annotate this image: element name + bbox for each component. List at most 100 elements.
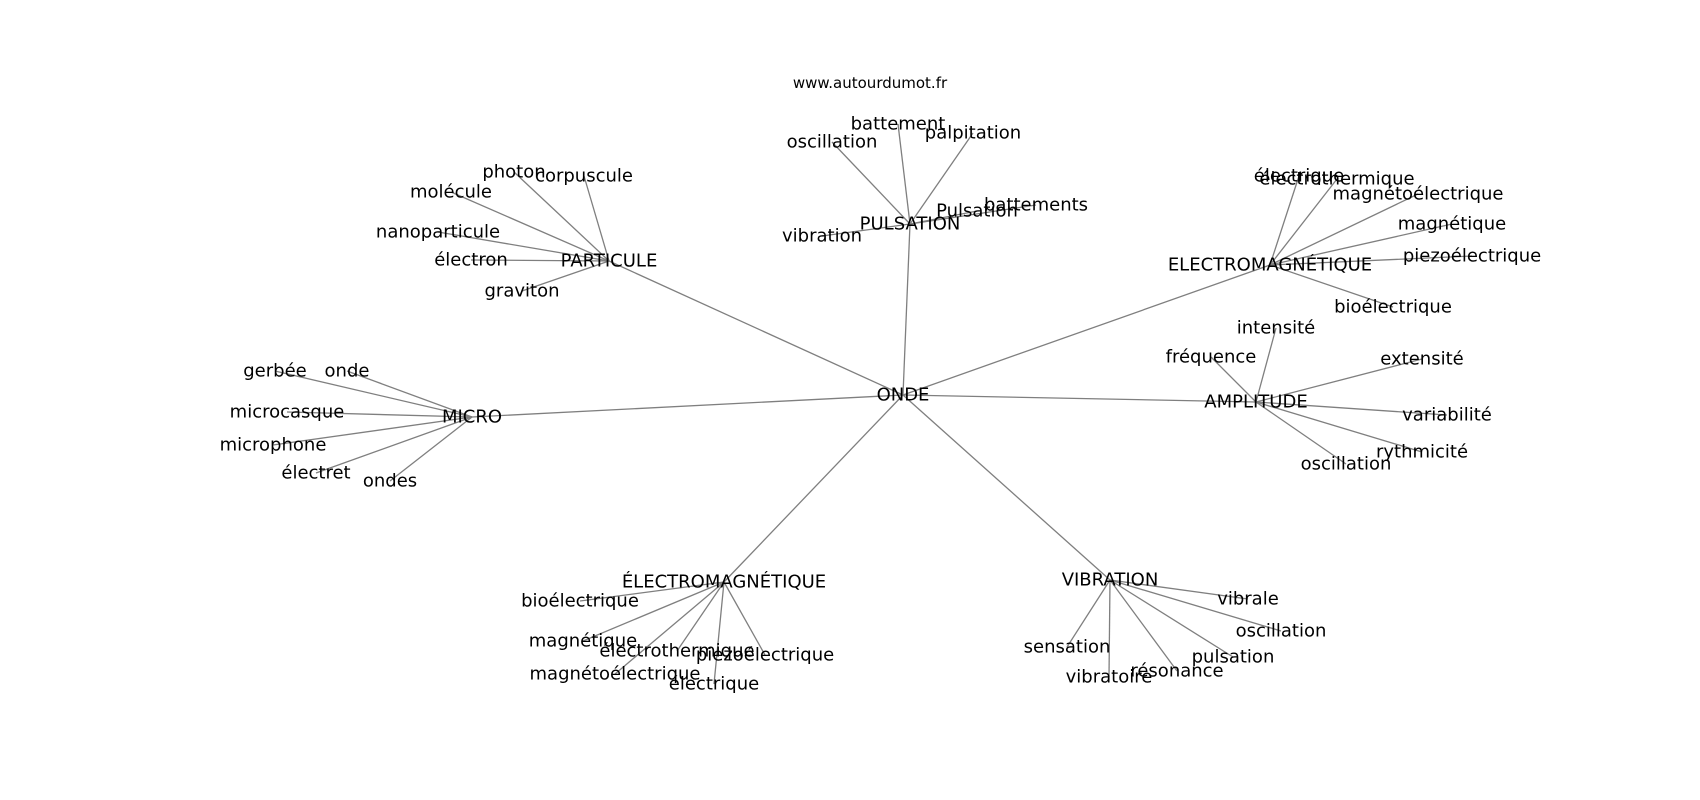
- leaf-node: corpuscule: [535, 166, 633, 187]
- edge-branch-leaf: [1210, 356, 1257, 403]
- edge-branch-leaf: [1255, 327, 1277, 403]
- edge-branch-leaf: [1269, 264, 1394, 308]
- leaf-node: bioélectrique: [1334, 297, 1452, 318]
- edge-branch-leaf: [1255, 358, 1423, 403]
- leaf-node: Pulsation: [936, 201, 1018, 222]
- root-node: ONDE: [877, 385, 930, 406]
- leaf-node: vibration: [782, 226, 862, 247]
- leaf-node: bioélectrique: [521, 591, 639, 612]
- edge-branch-leaf: [470, 259, 610, 262]
- edge-branch-leaf: [1269, 193, 1419, 266]
- branch-node: AMPLITUDE: [1204, 392, 1307, 413]
- edge-root-branch: [723, 394, 904, 583]
- branch-node: PARTICULE: [561, 251, 658, 272]
- leaf-node: magnétique: [1398, 214, 1506, 235]
- edge-branch-leaf: [272, 416, 473, 446]
- edge-root-branch: [902, 223, 911, 396]
- edge-root-branch: [902, 394, 1111, 581]
- leaf-node: rythmicité: [1376, 442, 1468, 463]
- leaf-node: électron: [434, 250, 508, 271]
- edge-branch-leaf: [1109, 579, 1249, 600]
- edge-branch-leaf: [1269, 255, 1473, 266]
- leaf-node: microphone: [220, 435, 327, 456]
- leaf-node: piezoélectrique: [696, 645, 834, 666]
- edge-branch-leaf: [1066, 579, 1111, 648]
- edge-branch-leaf: [1255, 401, 1423, 453]
- edge-branch-leaf: [583, 175, 610, 262]
- edge-branch-leaf: [723, 581, 766, 656]
- leaf-node: graviton: [485, 281, 560, 302]
- edge-branch-leaf: [831, 141, 911, 225]
- edge-root-branch: [471, 394, 904, 418]
- edge-branch-leaf: [1108, 579, 1111, 678]
- edge-branch-leaf: [389, 416, 473, 482]
- leaf-node: électret: [281, 463, 350, 484]
- leaf-node: onde: [325, 361, 370, 382]
- leaf-node: électrothermique: [1259, 169, 1414, 190]
- leaf-node: palpitation: [925, 123, 1021, 144]
- edge-branch-leaf: [513, 171, 610, 262]
- branch-node: ELECTROMAGNÉTIQUE: [1168, 254, 1372, 276]
- branch-node: ÉLECTROMAGNÉTIQUE: [622, 571, 826, 593]
- leaf-node: ondes: [363, 471, 417, 492]
- edge-branch-leaf: [437, 231, 610, 262]
- leaf-node: vibratoire: [1066, 667, 1153, 688]
- leaf-node: microcasque: [230, 402, 345, 423]
- leaf-node: pulsation: [1192, 647, 1275, 668]
- leaf-node: électrique: [669, 674, 759, 695]
- edge-branch-leaf: [713, 581, 725, 685]
- leaf-node: photon: [482, 162, 545, 183]
- edge-branch-leaf: [521, 260, 610, 292]
- leaf-node: électrique: [1254, 166, 1344, 187]
- branch-node: PULSATION: [860, 214, 961, 235]
- leaf-node: molécule: [410, 182, 492, 203]
- edge-branch-leaf: [909, 204, 1037, 225]
- edge-branch-leaf: [1109, 579, 1282, 632]
- edge-branch-leaf: [1109, 579, 1178, 672]
- edge-branch-leaf: [450, 191, 610, 262]
- edge-root-branch: [608, 260, 904, 396]
- leaf-node: électrothermique: [599, 641, 754, 662]
- leaf-node: battement: [851, 114, 946, 135]
- edge-branch-leaf: [897, 123, 911, 225]
- edge-root-branch: [902, 394, 1257, 403]
- edge-branch-leaf: [1269, 178, 1338, 266]
- edge-branch-leaf: [821, 223, 911, 237]
- leaf-node: sensation: [1024, 637, 1111, 658]
- leaf-node: magnétoélectrique: [1333, 184, 1504, 205]
- edge-branch-leaf: [582, 581, 725, 642]
- leaf-node: battements: [984, 195, 1088, 216]
- leaf-node: oscillation: [1236, 621, 1327, 642]
- leaf-node: intensité: [1237, 318, 1315, 339]
- leaf-node: vibrale: [1217, 589, 1279, 610]
- edge-branch-leaf: [579, 581, 725, 602]
- edge-branch-leaf: [1255, 401, 1347, 465]
- leaf-node: extensité: [1380, 349, 1463, 370]
- source-label: www.autourdumot.fr: [793, 74, 948, 92]
- edge-branch-leaf: [1255, 401, 1448, 416]
- edge-branch-leaf: [346, 370, 473, 418]
- edge-branch-leaf: [909, 132, 974, 225]
- edge-branch-leaf: [1109, 579, 1234, 658]
- leaf-node: magnétique: [529, 631, 637, 652]
- graph-edges: [272, 123, 1473, 685]
- leaf-node: oscillation: [787, 132, 878, 153]
- edge-root-branch: [902, 264, 1271, 396]
- edge-branch-leaf: [1269, 223, 1453, 266]
- leaf-node: nanoparticule: [376, 222, 500, 243]
- leaf-node: résonance: [1130, 661, 1223, 682]
- edge-branch-leaf: [676, 581, 725, 652]
- leaf-node: variabilité: [1402, 405, 1492, 426]
- leaf-node: oscillation: [1301, 454, 1392, 475]
- edge-branch-leaf: [315, 416, 473, 474]
- branch-node: VIBRATION: [1062, 570, 1159, 591]
- edge-branch-leaf: [286, 411, 473, 418]
- edge-branch-leaf: [1269, 175, 1300, 266]
- edge-branch-leaf: [614, 581, 725, 675]
- leaf-node: magnétoélectrique: [530, 664, 701, 685]
- branch-node: MICRO: [442, 407, 502, 428]
- edge-branch-leaf: [274, 370, 473, 418]
- leaf-node: fréquence: [1166, 347, 1257, 368]
